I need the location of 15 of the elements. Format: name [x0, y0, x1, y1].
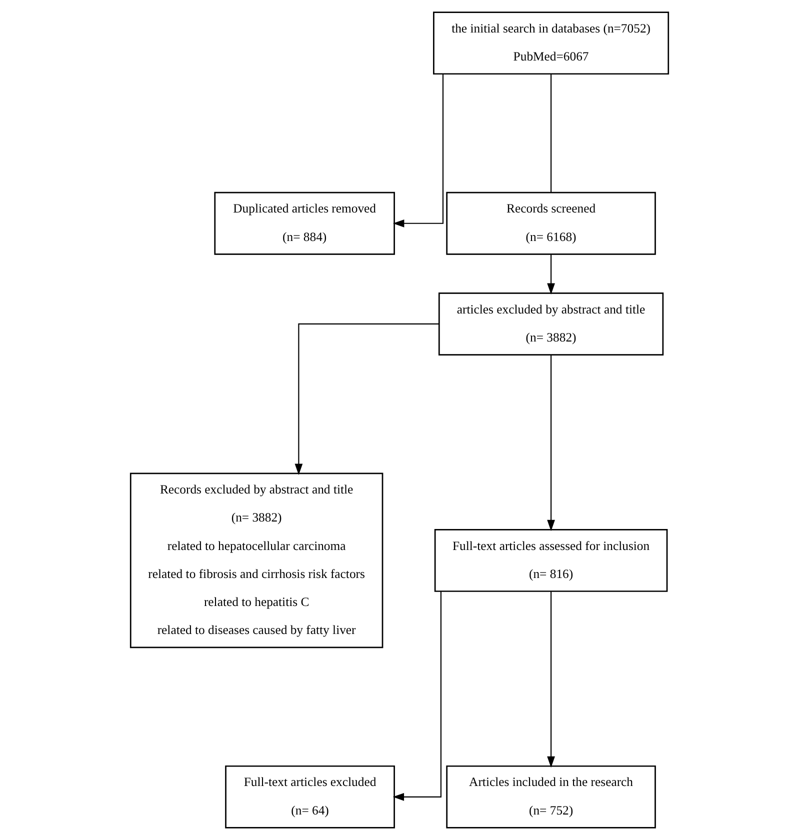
arrow: [547, 354, 555, 532]
node-box: Articles included in the research (n= 752): [446, 765, 656, 828]
arrow: [547, 591, 555, 768]
arrow: [392, 591, 442, 801]
node-box: Duplicated articles removed (n= 884): [214, 192, 395, 255]
arrow: [547, 254, 555, 295]
node-box: Full-text articles excluded (n= 64): [225, 765, 395, 828]
node-box: Records excluded by abstract and title (n= 3882) related to hepatocellular carcinoma related to fibrosis and cirrhosis risk factors related to hepatitis C related to diseases caused by fatty liver: [130, 472, 384, 648]
node-box: Full-text articles assessed for inclusion (n= 816): [434, 528, 668, 592]
node-box: articles excluded by abstract and title (n= 3882): [438, 292, 664, 356]
node-box: Records screened (n= 6168): [446, 192, 656, 255]
connector: [550, 74, 552, 192]
arrow: [392, 74, 444, 228]
node-box: the initial search in databases (n=7052) PubMed=6067: [433, 12, 670, 75]
arrow: [294, 323, 439, 476]
